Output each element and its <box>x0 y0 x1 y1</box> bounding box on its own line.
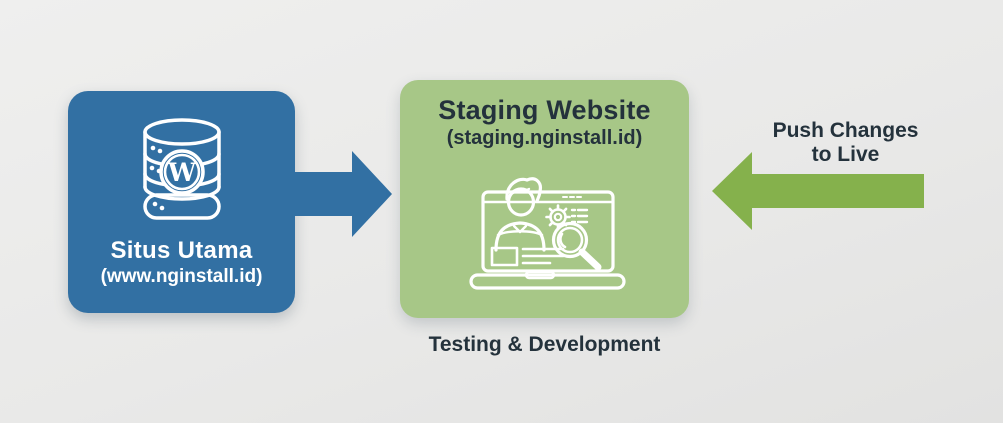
wordpress-database-icon: W <box>142 118 221 220</box>
push-arrow-label-line1: Push Changes <box>772 119 919 142</box>
push-arrow-label-line2: to Live <box>811 143 880 166</box>
push-arrow-label: Push Changes to Live <box>733 119 958 167</box>
staging-site-subtitle: (staging.nginstall.id) <box>446 127 643 149</box>
push-arrow-left-icon <box>712 152 924 230</box>
main-site-title: Situs Utama <box>110 237 253 264</box>
developer-laptop-icon <box>469 177 626 290</box>
main-site-subtitle: (www.nginstall.id) <box>100 266 263 287</box>
main-site-box: W Situs Utama (www.nginstall.id) <box>68 91 295 313</box>
staging-site-title: Staging Website <box>438 95 651 125</box>
wordpress-w-letter: W <box>166 158 196 187</box>
staging-caption: Testing & Development <box>428 333 661 356</box>
staging-site-box: Staging Website (staging.nginstall.id) <box>400 80 689 318</box>
flow-arrow-right-icon <box>292 151 392 237</box>
